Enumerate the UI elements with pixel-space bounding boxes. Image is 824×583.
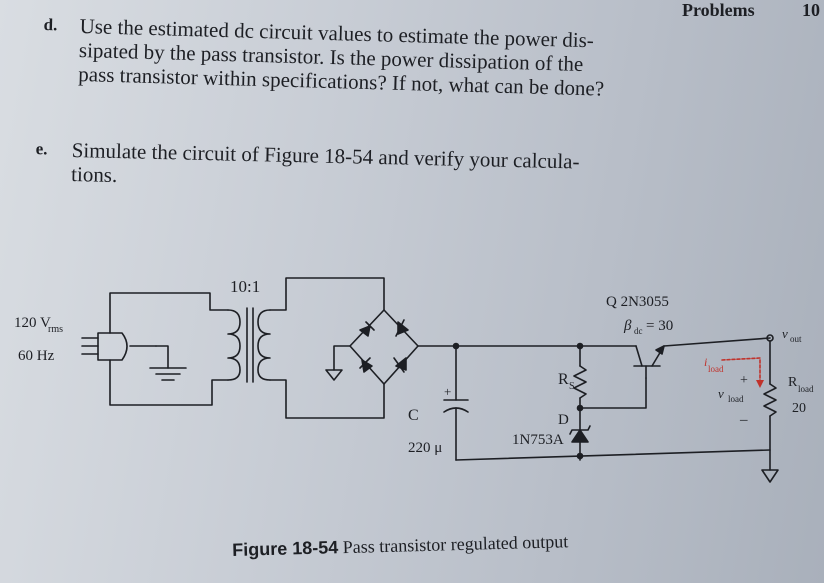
rload-sub: load [798,384,814,394]
current-arrow-icon [721,357,764,388]
transformer-ratio-label: 10:1 [230,277,260,296]
vload-minus: – [739,412,748,428]
zener-part: 1N753A [512,432,564,448]
ground-icon [149,345,187,381]
rs-sub: S [569,381,575,392]
output-wire [663,337,771,347]
source-voltage-label: 120 V [14,315,51,331]
diode-icon [359,357,373,373]
diode-icon [393,357,407,373]
running-header: Problems 10 [682,0,820,21]
ground-rail-wire [455,449,771,461]
transistor-name: Q 2N3055 [606,294,669,310]
ac-plug-icon [81,332,157,361]
vload-sub: load [728,394,744,404]
vout-sub: out [790,334,802,344]
zener-name: D [558,412,569,428]
junction-dot [576,404,584,412]
npn-transistor-icon [633,345,665,379]
beta-value: = 30 [646,318,673,334]
rload-resistor-icon [763,383,777,417]
source-frequency-label: 60 Hz [18,348,55,364]
page-number: 10 [802,0,820,20]
rs-label: R [558,371,569,388]
transformer-icon [227,307,271,383]
source-voltage-sub: rms [48,324,63,335]
rs-resistor-icon [573,365,587,399]
figure-number: Figure 18-54 [232,537,339,560]
capacitor-plus: + [444,384,451,399]
vload-label: v [718,386,724,401]
bridge-rectifier [349,309,419,385]
ground-icon [761,469,779,483]
capacitor-value: 220 μ [408,440,442,456]
iload-label: i [704,355,707,369]
capacitor-name: C [408,407,419,424]
vout-label: v [782,326,788,341]
ground-icon [325,345,351,381]
junction-dot [576,452,584,460]
vload-plus: + [740,373,748,388]
primary-wire-bottom [109,359,229,406]
primary-wire-top [109,292,229,334]
secondary-wire-bottom [269,379,385,419]
beta-symbol: β [623,318,632,334]
rload-value: 20 [792,401,806,416]
rload-label: R [788,375,798,390]
beta-sub: dc [634,326,643,336]
secondary-wire-top [269,277,385,311]
section-title: Problems [682,0,755,20]
iload-sub: load [708,364,724,374]
base-wire [579,377,647,409]
diode-icon [395,319,409,337]
diode-icon [359,321,375,337]
